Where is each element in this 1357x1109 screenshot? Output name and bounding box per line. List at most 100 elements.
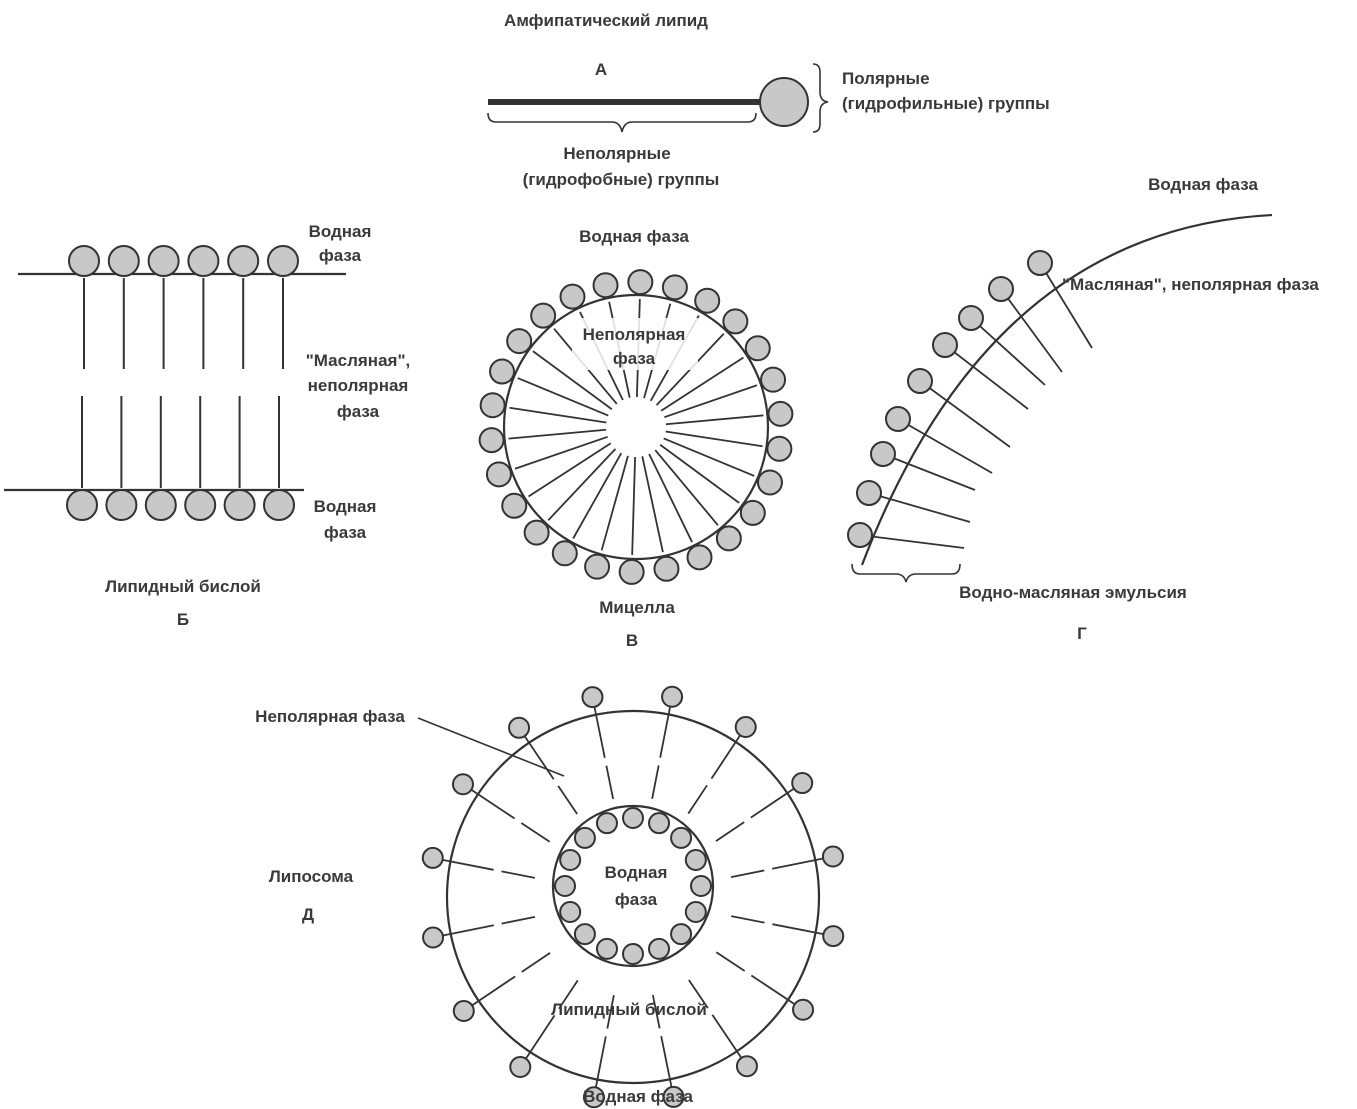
- micelle-nonpolar-line1: Неполярная: [583, 325, 686, 344]
- liposome-inner-tail: [730, 915, 765, 924]
- bilayer-top-head: [227, 245, 260, 277]
- bilayer-bottom-head: [66, 489, 98, 521]
- nonpolar-label-line2: (гидрофобные) группы: [523, 170, 720, 189]
- liposome-inner-head: [595, 937, 618, 960]
- panel-e-letter: Д: [302, 905, 314, 924]
- micelle-tail: [660, 356, 744, 412]
- liposome-outer-tail: [471, 975, 516, 1007]
- liposome-inner-tail: [651, 765, 660, 800]
- micelle-head: [592, 272, 619, 299]
- micelle-head: [722, 308, 749, 335]
- liposome-outer-tail: [594, 1036, 607, 1088]
- liposome-inner-head: [573, 826, 596, 849]
- liposome-outer-head: [452, 999, 475, 1022]
- liposome-inner-tail: [558, 979, 579, 1010]
- polar-label-line1: Полярные: [842, 69, 930, 88]
- emulsion-tail: [919, 380, 1011, 448]
- panel-e: Неполярная фаза Липосома Д Водная фаза Л…: [255, 685, 845, 1109]
- panel-d: Водная фаза "Масляная", неполярная фаза …: [847, 175, 1319, 643]
- micelle-head: [715, 525, 742, 552]
- liposome-outer-head: [421, 846, 444, 869]
- micelle-water-label: Водная фаза: [579, 227, 689, 246]
- liposome-outer-boundary: [445, 709, 821, 1085]
- emulsion-interface: [860, 213, 1273, 566]
- liposome-inner-tail: [688, 979, 709, 1009]
- micelle-head: [767, 400, 794, 427]
- micelle-tail: [641, 456, 664, 553]
- liposome-outer-head: [821, 845, 844, 868]
- micelle-head: [653, 555, 680, 582]
- liposome-outer-tail: [750, 787, 795, 819]
- bilayer-oil-line3: фаза: [337, 402, 380, 421]
- liposome-inner-head: [595, 812, 618, 835]
- emulsion-tail: [868, 492, 971, 523]
- micelle-label-backdrop: [572, 318, 698, 370]
- liposome-inner-tail: [557, 785, 578, 815]
- emulsion-head: [988, 276, 1014, 302]
- bilayer-water-bottom-line1: Водная: [314, 497, 377, 516]
- bilayer-tails: [81, 278, 284, 488]
- liposome-bilayer-label: Липидный бислой: [551, 1000, 707, 1019]
- liposome-inner-tail: [521, 952, 551, 973]
- micelle-tail: [600, 455, 629, 551]
- micelle-tail: [508, 428, 607, 440]
- liposome-inner-head: [559, 848, 582, 871]
- liposome-outer-tail: [771, 857, 824, 870]
- micelle-head: [501, 492, 528, 519]
- lipid-tail: [488, 99, 760, 105]
- panel-b-letter: Б: [177, 610, 189, 629]
- micelle-tail: [659, 444, 740, 504]
- liposome-outer-head: [581, 686, 604, 709]
- liposome-outer-tail: [442, 858, 494, 871]
- micelle-head: [661, 274, 688, 301]
- liposome-outer-head: [582, 1086, 605, 1109]
- micelle-head: [760, 366, 787, 393]
- bilayer-oil-line2: неполярная: [308, 376, 409, 395]
- liposome-inner-head: [684, 848, 707, 871]
- micelle-boundary: [502, 293, 770, 561]
- liposome-inner-head: [690, 875, 712, 897]
- liposome-outer-tail: [659, 706, 672, 758]
- emulsion-tail: [859, 534, 965, 549]
- emulsion-head: [958, 305, 984, 331]
- bilayer-top-head: [68, 245, 100, 277]
- micelle-head: [478, 427, 505, 454]
- panel-b: Водная фаза "Масляная", неполярная фаза …: [4, 222, 410, 629]
- micelle-tail: [664, 384, 758, 419]
- panel-a: Амфипатический липид А Полярные (гидрофи…: [487, 11, 1050, 189]
- emulsion-head: [847, 522, 873, 548]
- micelle-tail: [654, 449, 719, 526]
- micelle-head: [766, 435, 793, 462]
- liposome-outer-tail: [593, 706, 606, 759]
- emulsion-tail: [1000, 288, 1063, 373]
- liposome-caption: Липосома: [269, 867, 354, 886]
- micelle-head: [744, 335, 771, 362]
- panel-a-letter: А: [595, 60, 607, 79]
- bilayer-caption: Липидный бислой: [105, 577, 261, 596]
- emulsion-lipids: [847, 250, 1093, 549]
- panel-c: Водная фаза Неполярная фаза Мицелла В: [478, 227, 794, 650]
- emulsion-head: [1027, 250, 1053, 276]
- liposome-inner-head: [684, 901, 707, 924]
- liposome-outer-tail: [711, 1014, 743, 1059]
- panel-c-letter: В: [626, 631, 638, 650]
- micelle-tail: [528, 442, 612, 498]
- micelle-head: [686, 544, 713, 571]
- liposome-inner-tail: [730, 869, 765, 879]
- emulsion-head: [907, 368, 933, 394]
- emulsion-tail: [944, 344, 1029, 410]
- liposome-outer-head: [508, 716, 531, 739]
- micelle-tail: [631, 456, 636, 555]
- micelle-head: [485, 461, 512, 488]
- liposome-inner-head: [622, 807, 644, 829]
- liposome-inner-tail: [687, 784, 708, 815]
- micelle-tail: [665, 414, 764, 426]
- bilayer-bottom-head: [263, 489, 295, 521]
- liposome-nonpolar-label: Неполярная фаза: [255, 707, 405, 726]
- panel-d-letter: Г: [1077, 624, 1087, 643]
- liposome-inner-head: [670, 923, 693, 946]
- micelle-tail: [514, 435, 608, 470]
- micelle-tail: [517, 377, 609, 417]
- polar-brace: [812, 63, 829, 133]
- emulsion-brace: [851, 563, 961, 583]
